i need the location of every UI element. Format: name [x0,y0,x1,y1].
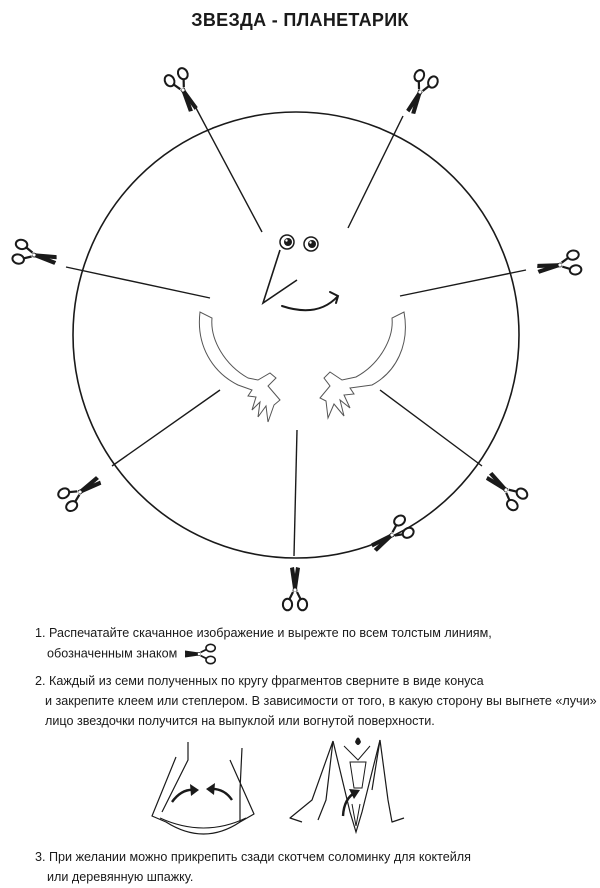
star-face [261,234,340,312]
instruction-step-3: 3. При желании можно прикрепить сзади ск… [35,847,471,887]
instruction-step-2: 2. Каждый из семи полученных по кругу фр… [35,671,597,731]
cut-line-3 [65,266,211,299]
step-3-line-2: или деревянную шпажку. [47,870,194,884]
scissors-icon [55,468,108,515]
scissors-icon [10,237,61,274]
step-2-line-1: 2. Каждый из семи полученных по кругу фр… [35,674,484,688]
cut-line-1 [195,107,263,233]
scissors-icon [161,65,206,118]
step-3-line-1: 3. При желании можно прикрепить сзади ск… [35,850,471,864]
step-1-line-2: обозначенным знаком [47,646,178,661]
instruction-step-1: 1. Распечатайте скачанное изображение и … [35,623,492,665]
nose [261,249,298,305]
star-arms [198,311,406,423]
scissors-icon [184,643,216,665]
mouth [281,291,340,312]
fold-diagram-convex [289,737,405,835]
cut-line-4 [399,269,527,297]
cut-line-6 [379,389,483,467]
scissors-icon [365,512,417,560]
cut-line-2 [347,115,404,229]
step-2-line-3: лицо звездочки получится на выпуклой или… [45,714,435,728]
cut-circle [72,111,520,559]
cut-lines [65,107,527,557]
scissors-icon [534,248,584,283]
cut-line-5 [111,389,221,467]
scissors-markers [10,65,584,612]
page-title: ЗВЕЗДА - ПЛАНЕТАРИК [191,10,409,30]
scissors-icon [281,565,309,612]
fold-diagram-concave [151,742,255,835]
scissors-icon [479,464,531,514]
step-1-line-1: 1. Распечатайте скачанное изображение и … [35,626,492,640]
step-2-line-2: и закрепите клеем или степлером. В завис… [45,694,597,708]
scissors-icon [398,67,441,120]
cut-line-7 [293,429,298,557]
